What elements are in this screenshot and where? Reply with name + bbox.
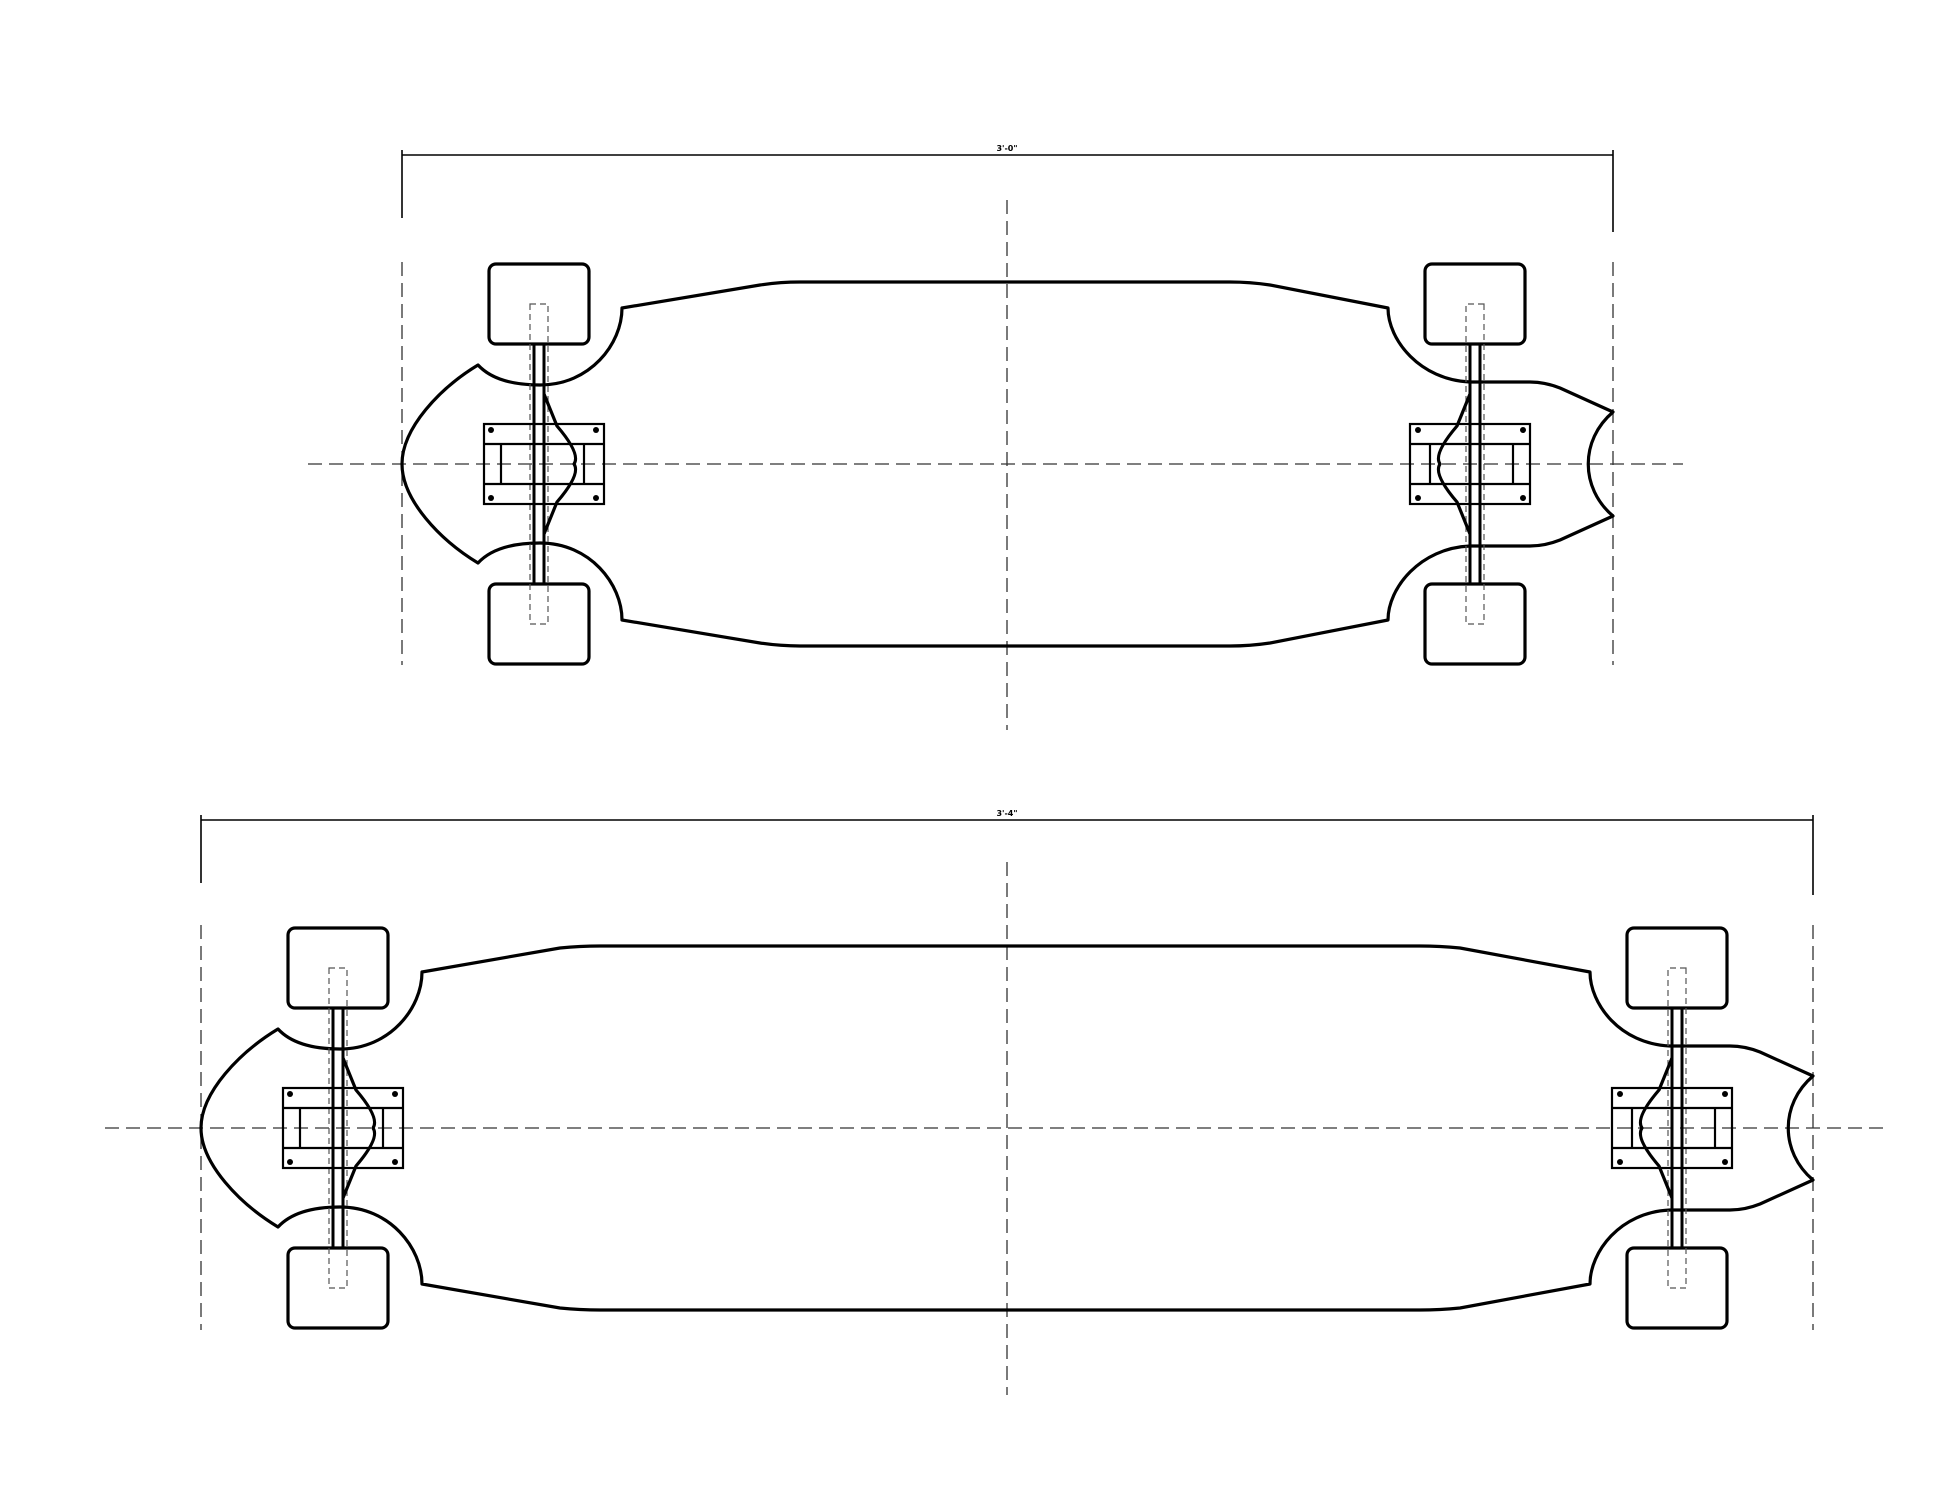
short-board-view: 3'-0": [308, 144, 1683, 730]
overall-length-label: 3'-4": [996, 809, 1017, 818]
deck-outline: [400, 280, 1615, 648]
long-board-view: 3'-4": [105, 809, 1883, 1395]
deck-outline: [199, 944, 1815, 1312]
overall-length-dimension: 3'-0": [401, 144, 1614, 232]
overall-length-dimension: 3'-4": [200, 809, 1814, 895]
overall-length-label: 3'-0": [996, 144, 1017, 153]
